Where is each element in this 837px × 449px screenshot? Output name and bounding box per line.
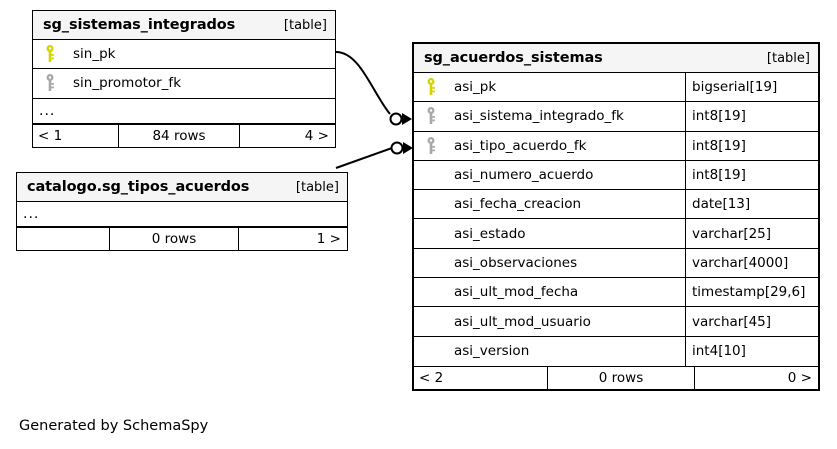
table-row[interactable]: asi_sistema_integrado_fk int8[19] (414, 102, 818, 132)
entity-header: sg_sistemas_integrados [table] (33, 11, 335, 40)
pager-prev[interactable]: < 1 (38, 127, 63, 144)
column-name: asi_numero_acuerdo (454, 167, 594, 184)
column-cell: asi_pk (414, 73, 685, 101)
pager-next[interactable]: 4 > (304, 127, 329, 144)
column-type: int8[19] (685, 102, 818, 131)
column-type: int8[19] (685, 160, 818, 190)
entity-sg-sistemas-integrados[interactable]: sg_sistemas_integrados [table] sin_pk (32, 10, 336, 148)
entity-title: sg_sistemas_integrados (43, 17, 236, 33)
primary-key-icon (420, 78, 444, 96)
table-row[interactable]: asi_estado varchar[25] (414, 219, 818, 249)
column-cell: asi_observaciones (414, 249, 685, 277)
column-name: asi_tipo_acuerdo_fk (454, 137, 587, 154)
column-cell: asi_tipo_acuerdo_fk (414, 132, 685, 160)
foreign-key-icon (420, 107, 444, 125)
column-type: date[13] (685, 190, 818, 219)
table-row[interactable]: asi_version int4[10] (414, 336, 818, 366)
foreign-key-icon (39, 74, 63, 92)
pager-prev[interactable]: < 2 (419, 369, 444, 386)
table-row[interactable]: asi_ult_mod_usuario varchar[45] (414, 307, 818, 337)
relationship-line-sistema-integrado (335, 51, 412, 126)
column-name: asi_sistema_integrado_fk (454, 108, 624, 125)
entity-sg-acuerdos-sistemas[interactable]: sg_acuerdos_sistemas [table] asi_pk bigs… (412, 42, 820, 391)
entity-title: catalogo.sg_tipos_acuerdos (27, 179, 250, 195)
column-type: varchar[45] (685, 307, 818, 336)
pager-rowcount: 0 rows (547, 366, 695, 389)
column-type: timestamp[29,6] (685, 278, 818, 307)
entity-pager: < 1 84 rows 4 > (33, 123, 335, 147)
entity-columns: ... (17, 202, 347, 227)
column-name: asi_observaciones (454, 254, 578, 271)
column-cell: sin_promotor_fk (33, 69, 335, 97)
pager-rowcount: 0 rows (109, 228, 239, 250)
relationship-line-tipo-acuerdo (335, 141, 413, 169)
table-row[interactable]: asi_ult_mod_fecha timestamp[29,6] (414, 278, 818, 308)
column-type: bigserial[19] (685, 73, 818, 102)
column-cell: asi_ult_mod_usuario (414, 307, 685, 335)
column-type: int8[19] (685, 131, 818, 160)
column-name: asi_ult_mod_usuario (454, 313, 591, 330)
table-row[interactable]: asi_observaciones varchar[4000] (414, 248, 818, 279)
more-columns-indicator[interactable]: ... (17, 202, 347, 227)
column-type: varchar[25] (685, 219, 818, 248)
table-row[interactable]: asi_fecha_creacion date[13] (414, 190, 818, 220)
column-name: sin_pk (73, 46, 116, 63)
entity-title: sg_acuerdos_sistemas (424, 50, 603, 66)
table-row[interactable]: asi_numero_acuerdo int8[19] (414, 160, 818, 191)
entity-header: catalogo.sg_tipos_acuerdos [table] (17, 173, 347, 202)
more-columns-indicator[interactable]: ... (33, 99, 335, 124)
entity-columns: asi_pk bigserial[19] asi_sistema_integra… (414, 73, 818, 366)
column-cell: sin_pk (33, 40, 335, 68)
column-name: asi_ult_mod_fecha (454, 284, 579, 301)
table-row[interactable]: sin_promotor_fk (33, 69, 335, 99)
foreign-key-icon (420, 136, 444, 155)
entity-catalogo-sg-tipos-acuerdos[interactable]: catalogo.sg_tipos_acuerdos [table] ... 0… (16, 172, 348, 251)
entity-pager: 0 rows 1 > (17, 227, 347, 250)
entity-header: sg_acuerdos_sistemas [table] (414, 44, 818, 73)
column-name: asi_version (454, 343, 530, 360)
table-row[interactable]: asi_pk bigserial[19] (414, 73, 818, 103)
column-name: sin_promotor_fk (73, 75, 182, 92)
entity-columns: sin_pk sin_promotor_fk ... (33, 40, 335, 124)
column-name: asi_pk (454, 79, 497, 96)
pager-rowcount: 84 rows (118, 124, 240, 147)
pager-next[interactable]: 0 > (787, 369, 812, 386)
primary-key-icon (39, 45, 63, 63)
entity-type-tag: [table] (283, 17, 327, 33)
pager-next[interactable]: 1 > (316, 231, 341, 247)
column-name: asi_estado (454, 225, 526, 242)
entity-type-tag: [table] (766, 50, 810, 66)
generated-by-credit: Generated by SchemaSpy (19, 418, 209, 434)
column-cell: asi_fecha_creacion (414, 190, 685, 218)
entity-pager: < 2 0 rows 0 > (414, 365, 818, 389)
column-cell: asi_version (414, 337, 685, 366)
table-row[interactable]: sin_pk (33, 40, 335, 70)
column-type: int4[10] (685, 336, 818, 366)
column-name: asi_fecha_creacion (454, 196, 582, 213)
column-cell: asi_sistema_integrado_fk (414, 102, 685, 130)
table-row[interactable]: asi_tipo_acuerdo_fk int8[19] (414, 131, 818, 161)
pager-prev[interactable] (17, 228, 109, 250)
entity-type-tag: [table] (295, 179, 339, 195)
column-type: varchar[4000] (685, 248, 818, 278)
column-cell: asi_numero_acuerdo (414, 161, 685, 189)
column-cell: asi_ult_mod_fecha (414, 278, 685, 306)
column-cell: asi_estado (414, 219, 685, 247)
